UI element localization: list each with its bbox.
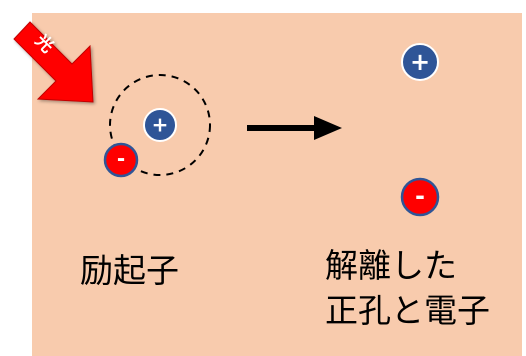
result-label-line2: 正孔と電子 <box>325 291 490 330</box>
free-electron: - <box>400 177 440 217</box>
free-hole-symbol: + <box>410 48 430 76</box>
exciton-hole: + <box>143 108 177 142</box>
diagram-background <box>32 13 522 356</box>
free-hole: + <box>401 43 439 81</box>
exciton-hole-symbol: + <box>152 113 169 137</box>
exciton-label: 励起子 <box>80 251 179 290</box>
free-electron-symbol: - <box>415 182 425 210</box>
exciton-orbit <box>109 74 211 176</box>
exciton-electron: - <box>103 142 139 178</box>
exciton-electron-symbol: - <box>117 147 125 171</box>
result-label-line1: 解離した <box>325 246 457 285</box>
process-arrow-icon <box>247 116 342 140</box>
light-arrow-icon: 光 <box>13 21 94 103</box>
